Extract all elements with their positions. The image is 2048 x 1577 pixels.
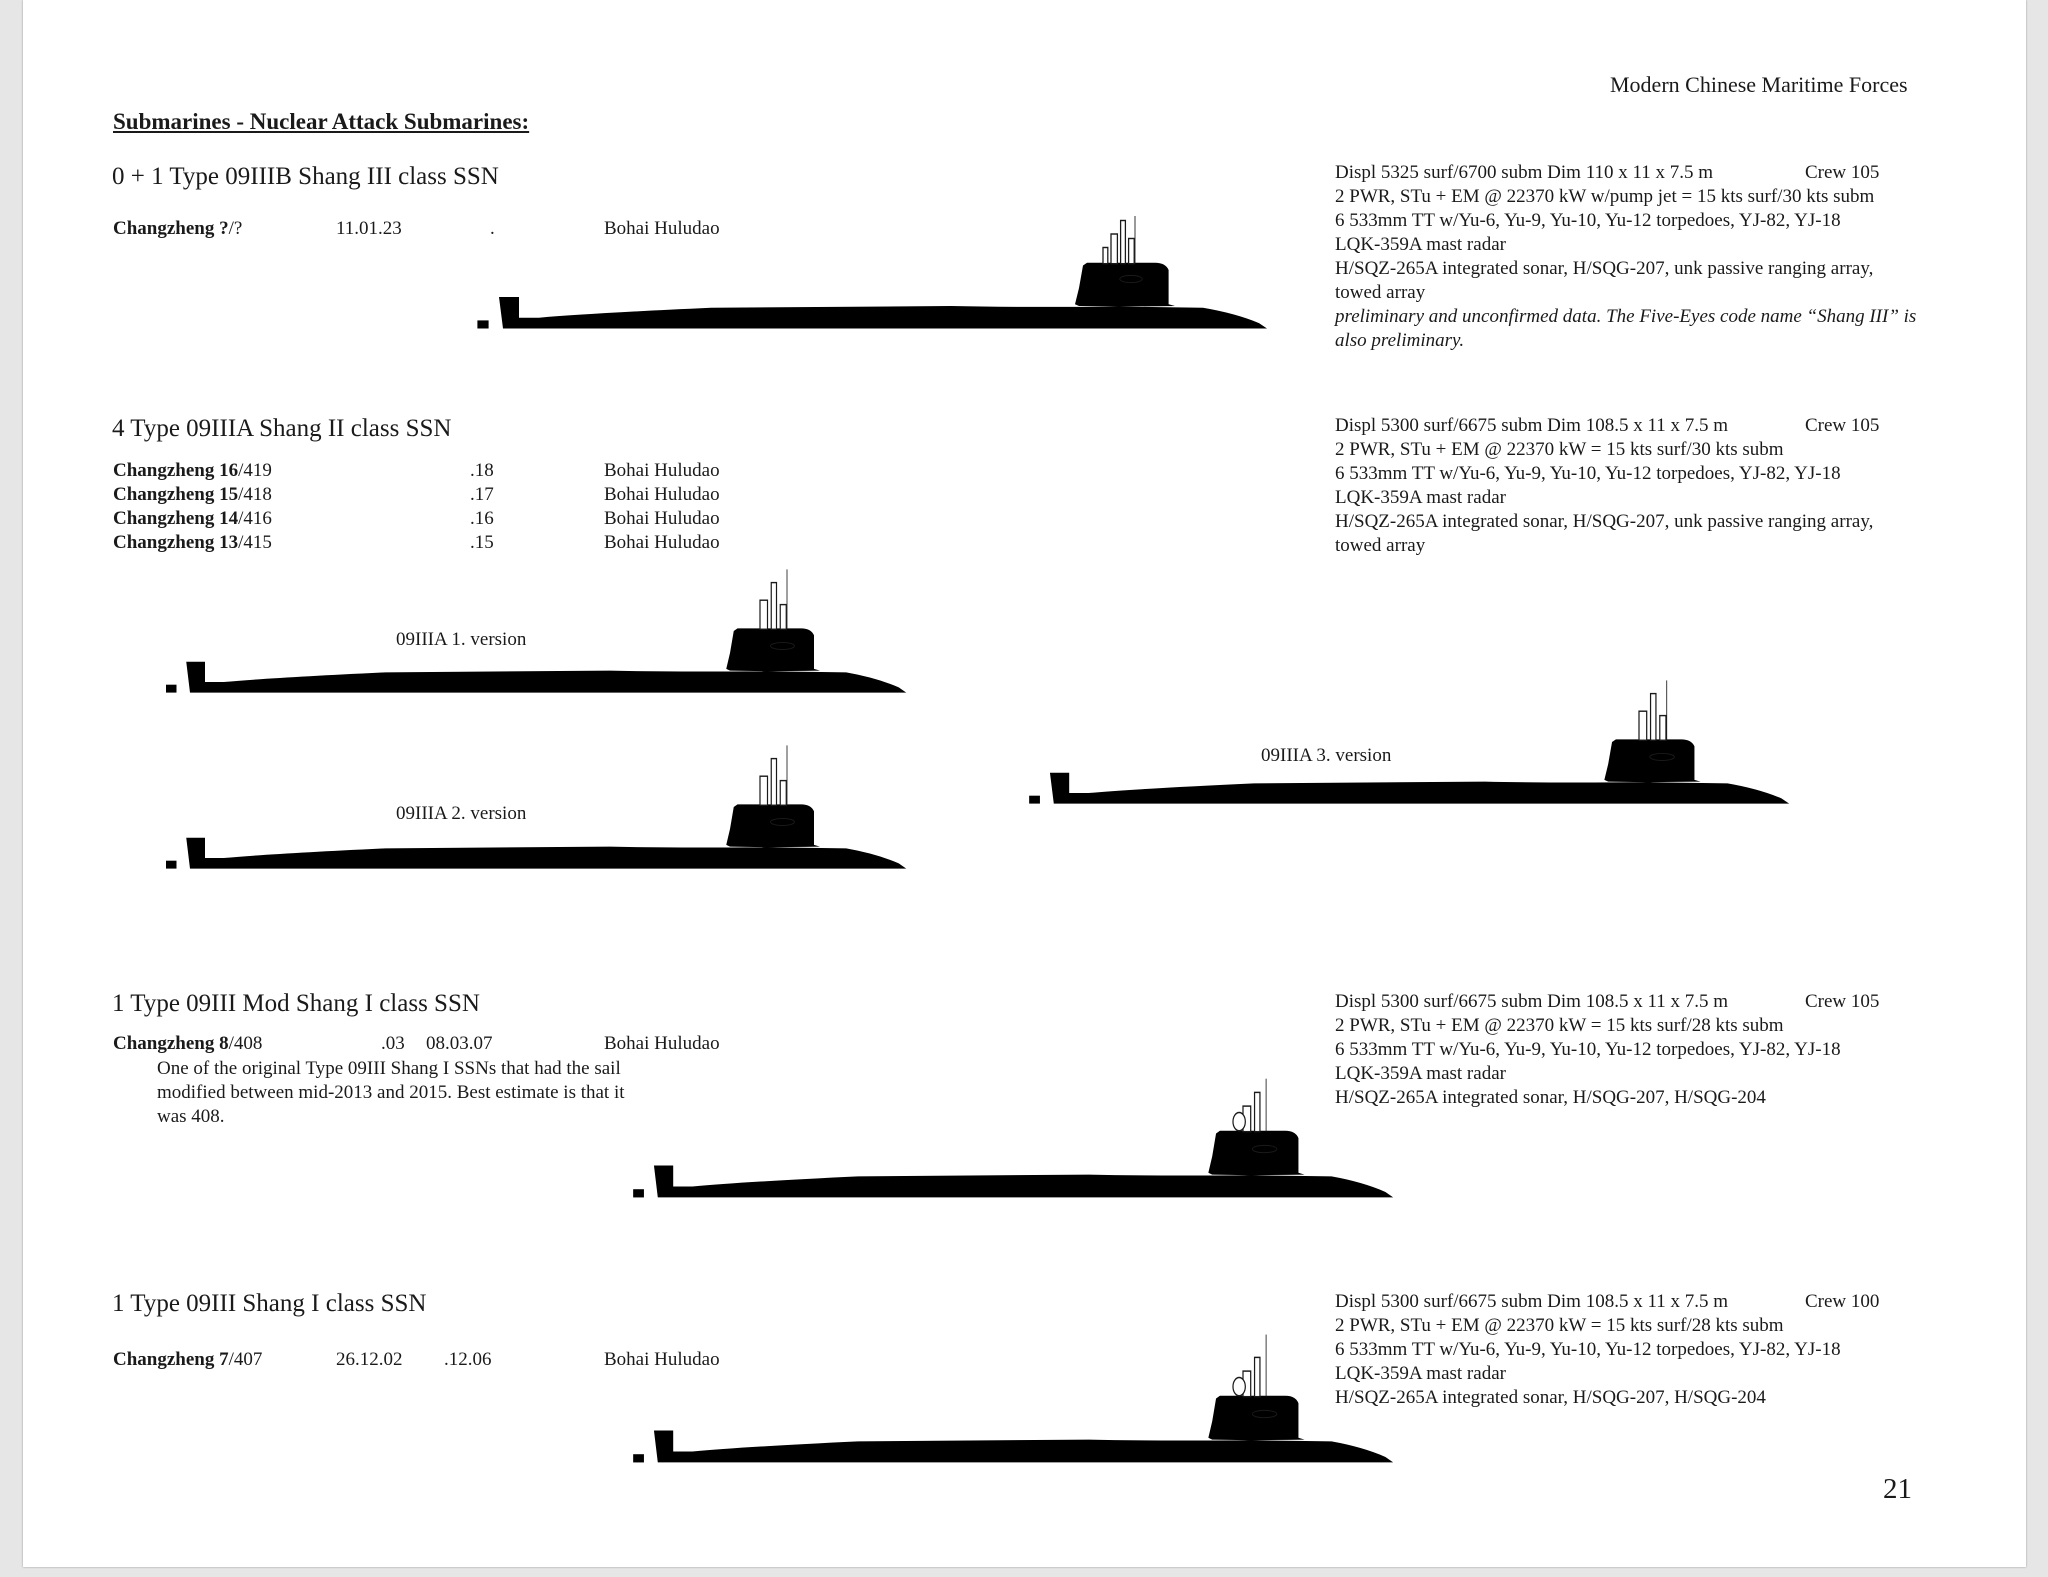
class-title-09iiia: 4 Type 09IIIA Shang II class SSN <box>112 415 452 442</box>
submarine-profile-09iiia-v2 <box>166 745 907 869</box>
boat-date-2: . <box>490 218 495 239</box>
class-title-09iii: 1 Type 09III Shang I class SSN <box>112 1290 427 1317</box>
boat-row: Changzheng 15/418 .17 Bohai Huludao <box>113 484 720 505</box>
specs-09iii: Displ 5300 surf/6675 subm Dim 108.5 x 11… <box>1335 1291 1880 1408</box>
class-title-09iiib: 0 + 1 Type 09IIIB Shang III class SSN <box>112 163 499 190</box>
document-page: Modern Chinese Maritime Forces Submarine… <box>23 0 2026 1567</box>
boat-date-1: 11.01.23 <box>336 218 402 239</box>
running-header: Modern Chinese Maritime Forces <box>1610 72 1908 97</box>
boat-name: Changzheng ?/? <box>113 218 243 239</box>
boat-row: Changzheng 7/407 26.12.02 .12.06 Bohai H… <box>113 1349 720 1370</box>
boat-row: Changzheng ?/? 11.01.23 . Bohai Huludao <box>113 218 720 242</box>
preliminary-note: preliminary and unconfirmed data. The Fi… <box>1335 306 1917 351</box>
class-title-09iii-mod: 1 Type 09III Mod Shang I class SSN <box>112 990 480 1017</box>
submarine-profile-09iii-mod <box>633 1078 1394 1198</box>
boat-row: Changzheng 13/415 .15 Bohai Huludao <box>113 532 720 553</box>
specs-09iii-mod: Displ 5300 surf/6675 subm Dim 108.5 x 11… <box>1335 991 1880 1108</box>
submarine-profile-09iii <box>633 1334 1394 1463</box>
submarine-profile-09iiia-v3 <box>1029 680 1790 804</box>
version-label-3: 09IIIA 3. version <box>1261 745 1392 766</box>
boat-row: Changzheng 16/419 .18 Bohai Huludao <box>113 460 720 481</box>
boat-row: Changzheng 14/416 .16 Bohai Huludao <box>113 508 720 529</box>
version-label-2: 09IIIA 2. version <box>396 803 527 824</box>
boat-yard: Bohai Huludao <box>604 218 720 239</box>
boat-row: Changzheng 8/408 .03 08.03.07 Bohai Hulu… <box>113 1033 720 1054</box>
page-number: 21 <box>1883 1473 1912 1505</box>
specs-09iiia: Displ 5300 surf/6675 subm Dim 108.5 x 11… <box>1335 415 1880 556</box>
submarine-profile-09iiia-v1 <box>166 569 907 693</box>
boat-note: One of the original Type 09III Shang I S… <box>157 1058 625 1127</box>
section-title: Submarines - Nuclear Attack Submarines: <box>113 109 530 134</box>
version-label-1: 09IIIA 1. version <box>396 629 527 650</box>
specs-09iiib: Displ 5325 surf/6700 subm Dim 110 x 11 x… <box>1335 161 1955 353</box>
submarine-profile-09iiib <box>477 216 1267 329</box>
